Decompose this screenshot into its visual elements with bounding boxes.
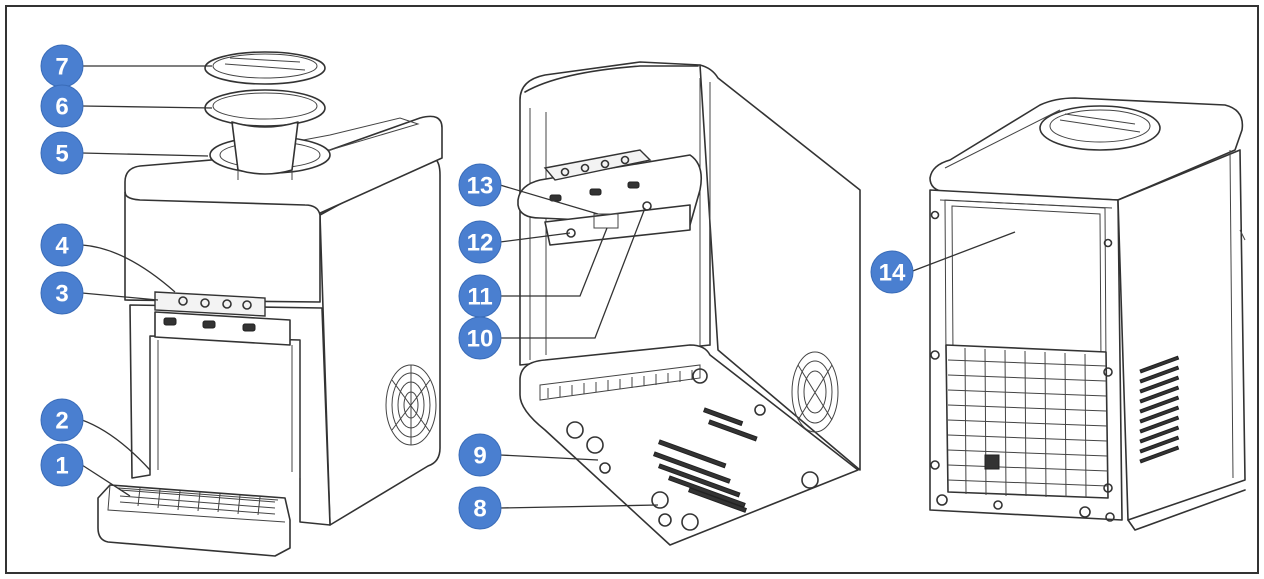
- leader-14: [909, 231, 1016, 273]
- callout-9: 9: [458, 433, 502, 477]
- leader-8: [499, 504, 659, 509]
- callout-13-label: 13: [467, 173, 494, 200]
- callout-11: 11: [458, 274, 502, 318]
- leader-lines: [81, 65, 1016, 509]
- callout-4-label: 4: [55, 233, 69, 260]
- front-view-drawing: [97, 51, 443, 557]
- rear-view-drawing: [929, 97, 1246, 531]
- leader-10: [500, 207, 646, 339]
- leader-2: [81, 419, 151, 471]
- callout-12-label: 12: [467, 230, 494, 257]
- leader-9: [499, 454, 599, 461]
- callout-7-label: 7: [55, 54, 68, 81]
- callout-5: 5: [40, 131, 84, 175]
- callout-4: 4: [40, 223, 84, 267]
- callout-8-label: 8: [473, 496, 486, 523]
- callout-2: 2: [40, 398, 84, 442]
- callout-6-label: 6: [55, 94, 68, 121]
- callout-10-label: 10: [467, 326, 494, 353]
- callout-12: 12: [458, 220, 502, 264]
- callout-3: 3: [40, 271, 84, 315]
- callout-1-label: 1: [55, 453, 68, 480]
- leader-3: [81, 292, 159, 301]
- callout-5-label: 5: [55, 141, 68, 168]
- callout-3-label: 3: [55, 281, 68, 308]
- leader-4: [81, 244, 176, 293]
- callout-6: 6: [40, 84, 84, 128]
- leader-5: [81, 152, 209, 157]
- callout-14-label: 14: [879, 260, 906, 287]
- callout-7: 7: [40, 44, 84, 88]
- leader-13: [499, 184, 599, 215]
- callout-14: 14: [870, 250, 914, 294]
- leader-6: [81, 105, 213, 109]
- callout-9-label: 9: [473, 443, 486, 470]
- bottom-view-drawing: [517, 61, 861, 546]
- leader-12: [499, 232, 571, 243]
- leader-11: [500, 227, 608, 297]
- leader-1: [81, 464, 131, 497]
- callout-8: 8: [458, 486, 502, 530]
- callout-13: 13: [458, 163, 502, 207]
- callout-1: 1: [40, 443, 84, 487]
- callout-10: 10: [458, 316, 502, 360]
- callout-2-label: 2: [55, 408, 68, 435]
- callout-11-label: 11: [467, 284, 492, 311]
